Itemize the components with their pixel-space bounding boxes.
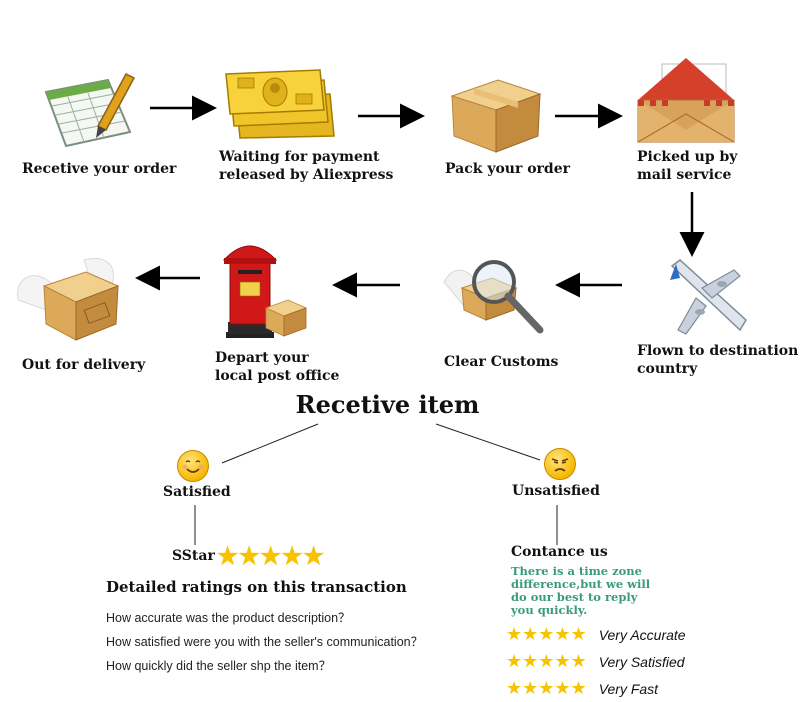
rating-row-accurate: ★★★★★ Very Accurate <box>506 624 686 645</box>
rating-row-satisfied: ★★★★★ Very Satisfied <box>506 651 685 672</box>
smiling-face-icon <box>177 450 209 482</box>
airplane-icon <box>670 259 747 335</box>
rating-text: Very Satisfied <box>598 653 685 670</box>
question-shipping: How quickly did the seller shp the item？ <box>106 659 332 673</box>
cardboard-box-icon <box>450 79 542 153</box>
rating-text: Very Accurate <box>598 626 686 643</box>
post-box-icon <box>222 245 308 338</box>
receive-item-title: Recetive item <box>295 390 480 419</box>
unsatisfied-label: Unsatisfied <box>512 483 600 499</box>
sstar-row: SStar ★★★★★ <box>172 541 324 570</box>
step-label-payment: Waiting for payment released by Aliexpre… <box>219 149 394 183</box>
branch-line-unsatisfied <box>435 423 541 461</box>
time-zone-note: There is a time zone difference,but we w… <box>511 564 651 617</box>
magnifier-box-icon <box>443 260 544 334</box>
step-label-flown: Flown to destination country <box>637 343 799 377</box>
question-description: How accurate was the product description… <box>106 611 351 625</box>
question-communication: How satisfied were you with the seller's… <box>106 635 424 649</box>
rating-stars: ★★★★★ <box>506 678 587 699</box>
rating-stars: ★★★★★ <box>506 651 587 672</box>
step-label-customs: Clear Customs <box>444 354 559 370</box>
satisfied-label: Satisfied <box>163 484 231 500</box>
rating-stars: ★★★★★ <box>506 624 587 645</box>
step-label-receive: Recetive your order <box>22 161 177 177</box>
step-label-depart: Depart your local post office <box>215 350 340 384</box>
step-label-delivery: Out for delivery <box>22 357 146 373</box>
banknotes-icon <box>225 69 335 139</box>
spreadsheet-pencil-icon <box>44 73 136 148</box>
sstar-stars: ★★★★★ <box>216 541 325 570</box>
envelope-icon <box>637 58 735 143</box>
rating-row-fast: ★★★★★ Very Fast <box>506 678 658 699</box>
sstar-label: SStar <box>172 547 215 564</box>
branch-line-satisfied <box>221 423 319 464</box>
winged-box-icon <box>17 258 120 341</box>
step-label-pickup: Picked up by mail service <box>637 149 738 183</box>
detailed-ratings-title: Detailed ratings on this transaction <box>106 578 407 596</box>
unhappy-face-icon <box>544 448 576 480</box>
contact-us-label: Contance us <box>511 544 608 560</box>
rating-text: Very Fast <box>598 680 659 697</box>
step-label-pack: Pack your order <box>445 161 571 177</box>
